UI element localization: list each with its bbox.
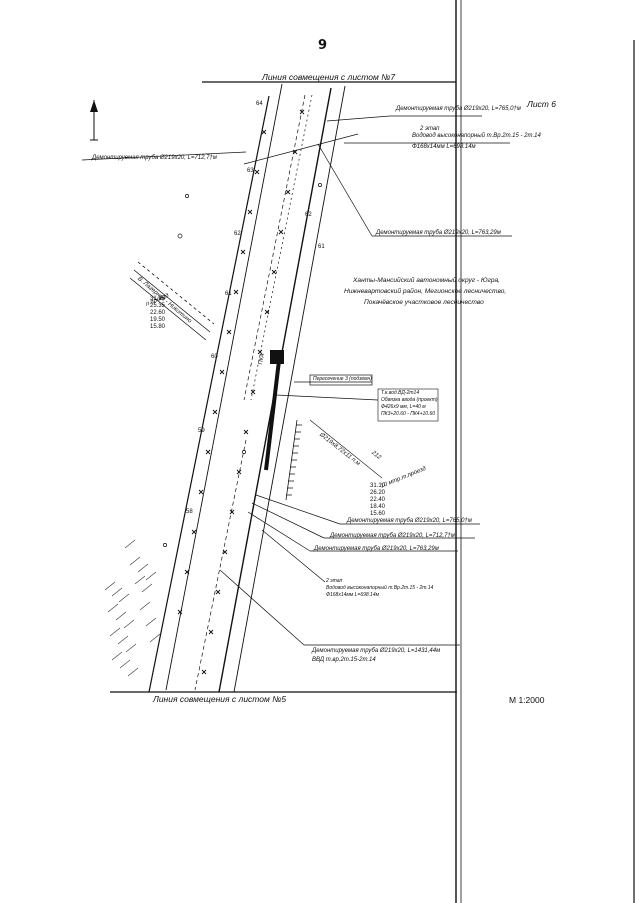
table-left-row: 31.25 (150, 296, 166, 302)
crossing-node (270, 350, 284, 364)
survey-points (163, 183, 322, 547)
callout-line-2: Обвязка ввода (проект) (381, 397, 438, 403)
table-right: 31.10 26.20 22.40 18.40 15.60 (370, 483, 385, 518)
page-number: 9 (318, 38, 328, 53)
table-left: 31.25 25.35 22.60 19.50 15.80 (150, 296, 165, 331)
km-58: 58 (186, 509, 193, 515)
label-pipe-763-lower: Демонтируемая труба Ø219х20, L=763,29м (314, 546, 439, 552)
crossing-box (309, 374, 373, 386)
region-line-2: Нижневартовский район, Мегионское леснич… (344, 288, 507, 295)
callout-line-4: ПК3+20.60 - ПК4+10.60 (381, 411, 436, 417)
label-vvd: ВВД т.вр.2т.15-2т.14 (312, 657, 376, 663)
top-combine-label: Линия совмещения с листом №7 (262, 72, 396, 82)
road (129, 261, 215, 341)
table-left-row: 15.80 (150, 324, 166, 330)
km-64: 64 (256, 101, 263, 107)
table-left-row: 25.35 (150, 303, 166, 309)
region-line-3: Покачёвское участковое лесничество (364, 299, 484, 306)
leader-lines (81, 115, 512, 646)
north-arrow-icon (90, 100, 98, 141)
dim-line (309, 419, 383, 479)
sheet-label: Лист 6 (527, 99, 556, 109)
table-left-row: 19.50 (150, 317, 166, 323)
callout-box (377, 388, 439, 422)
label-stage2-line2: Ф168х14мм L=698.14м (412, 144, 476, 150)
km-60: 60 (211, 354, 218, 360)
scale-label: М 1:2000 (509, 695, 545, 705)
label-pipe-765: Демонтируемая труба Ø219х20, L=765,0†м (396, 106, 521, 112)
label-stage2-title: 2 этап (420, 126, 440, 132)
km-61: 61 (225, 291, 232, 297)
crossing-box-label: Пересечение 3 (подземн) (313, 376, 372, 382)
label-pipe-712-left: Демонтируемая труба Ø219х20, L=712,7†м (92, 155, 217, 161)
label-pipe-1431: Демонтируемая труба Ø219х20, L=1431,44м (312, 648, 441, 654)
thick-pipe (264, 351, 282, 471)
table-right-row: 31.10 (370, 483, 386, 489)
km-62: 62 (234, 231, 241, 237)
callout-line-3: Ф426х9 мм, L=40 м (381, 404, 426, 410)
table-right-row: 22.40 (370, 497, 386, 503)
label-stage2-small-1: Водовод высоконапорный т.Вр.2т.15 - 2т.1… (326, 585, 434, 591)
table-right-row: 18.40 (370, 504, 386, 510)
label-stage2-small-title: 2 этап (326, 578, 343, 584)
km-63: 63 (247, 168, 254, 174)
label-pipe-712-lower: Демонтируемая труба Ø219х20, L=712,7†м (330, 533, 455, 539)
hatch-bar (285, 419, 302, 501)
km-62-right: 62 (305, 212, 312, 218)
callout-title: Т.к.вод.ВД-2т14 (381, 390, 420, 396)
table-left-row: 22.60 (150, 310, 166, 316)
label-pipe-763-upper: Демонтируемая труба Ø219х20, L=763,29м (376, 230, 501, 236)
bottom-combine-label: Линия совмещения с листом №5 (153, 694, 287, 704)
forest-hatch (104, 539, 161, 677)
label-stage2-small-2: Ф168х14мм L=698.14м (326, 592, 380, 598)
km-59: 59 (198, 428, 205, 434)
table-right-row: 15.60 (370, 511, 386, 517)
km-61-right: 61 (318, 244, 325, 250)
label-stage2-line1: Водовод высоконапорный т.Вр.2т.15 - 2т.1… (412, 133, 541, 139)
pipeline-marks (177, 109, 305, 675)
corridor (148, 83, 346, 693)
table-right-row: 26.20 (370, 490, 386, 496)
region-line-1: Ханты-Мансийский автономный округ - Югра… (353, 277, 501, 284)
label-pipe-765-lower: Демонтируемая труба Ø219х20, L=765,0†м (347, 518, 472, 524)
